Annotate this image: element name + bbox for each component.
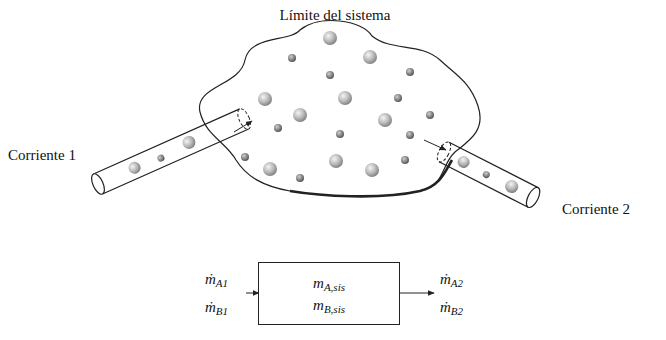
stream-label: Corriente 2 (562, 200, 630, 218)
system-boundary (199, 21, 480, 197)
boundary-label: Límite del sistema (280, 6, 391, 24)
inlet-pipe (89, 107, 253, 196)
mass-symbol: mA,sis (313, 272, 345, 294)
outlet-arrow (424, 140, 446, 150)
system-box: mA,sismB,sis (258, 262, 400, 325)
mass-symbol: mB,sis (313, 294, 345, 316)
outlet-pipe (435, 140, 543, 210)
inlet-arrow (234, 121, 252, 132)
flow-symbol: ṁA2 (440, 270, 463, 288)
flow-symbol: ṁB1 (205, 298, 228, 316)
flow-symbol: ṁB2 (440, 298, 463, 316)
boundary-bottom (290, 160, 452, 196)
flow-symbol: ṁA1 (205, 270, 228, 288)
stream-label: Corriente 1 (8, 146, 76, 164)
output-arrow (400, 293, 434, 294)
particles (241, 31, 434, 182)
